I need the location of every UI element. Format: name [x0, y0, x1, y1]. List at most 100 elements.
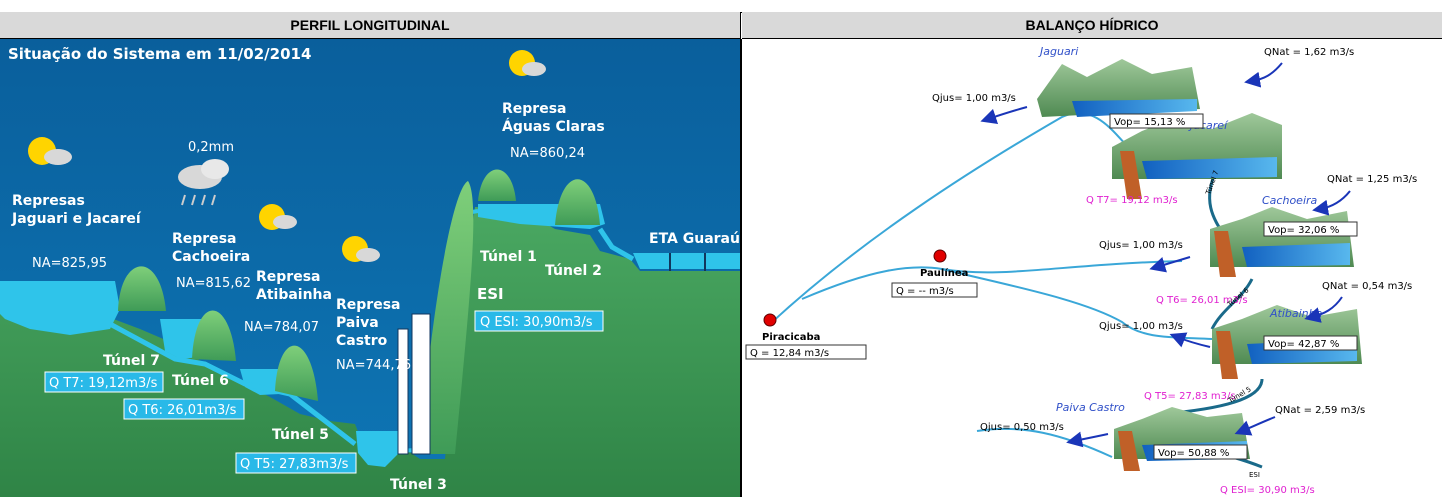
- na-level: NA=815,62: [176, 276, 251, 291]
- eta-label: ETA Guaraú: [649, 231, 740, 247]
- reservoir-name: Águas Claras: [502, 118, 605, 135]
- tunnel-label: Túnel 5: [272, 427, 329, 443]
- flow-t5: Q T5: 27,83m3/s: [240, 457, 349, 472]
- vop-paiva: Vop= 50,88 %: [1158, 448, 1229, 459]
- perfil-panel: Situação do Sistema em 11/02/2014 0,2mm …: [0, 39, 742, 497]
- tunnel-label: ESI: [1249, 471, 1260, 479]
- perfil-diagram: Situação do Sistema em 11/02/2014 0,2mm …: [0, 39, 740, 497]
- pump-tower: [397, 328, 409, 455]
- qnat-atibainha: QNat = 0,54 m3/s: [1322, 281, 1412, 292]
- balanco-panel: Jaguari Jacareí Cachoeira Atibainha Paiv…: [742, 39, 1442, 497]
- header-balanco: BALANÇO HÍDRICO: [742, 12, 1442, 39]
- reservoir-name: Cachoeira: [172, 249, 250, 265]
- city-piracicaba: Piracicaba: [762, 332, 820, 343]
- city-marker-icon: [933, 249, 947, 263]
- qnat-jaguari: QNat = 1,62 m3/s: [1264, 47, 1354, 58]
- vop-box: [1263, 335, 1358, 351]
- reservoir-name: Represa: [502, 101, 566, 117]
- profile-title: Situação do Sistema em 11/02/2014: [8, 45, 311, 63]
- reservoir-name: Represa: [256, 269, 320, 285]
- hill: [192, 310, 236, 361]
- reservoir-name: Atibainha: [256, 287, 332, 303]
- arrow-icon: [1244, 62, 1283, 88]
- qjus-jaguari: Qjus= 1,00 m3/s: [932, 93, 1016, 104]
- arrow-icon: [1066, 431, 1109, 448]
- city-paulinea: Paulínea: [920, 267, 968, 279]
- vop-cachoeira: Vop= 32,06 %: [1268, 225, 1339, 236]
- sun-icon: [28, 137, 72, 165]
- vop-box: [1109, 113, 1204, 129]
- na-level: NA=744,76: [336, 358, 411, 373]
- reservoir-label: Paiva Castro: [1056, 401, 1125, 414]
- reservoir-name: Represa: [172, 231, 236, 247]
- qnat-paiva: QNat = 2,59 m3/s: [1275, 405, 1365, 416]
- vop-jacarei: Vop= 15,13 %: [1114, 117, 1185, 128]
- flow-box: [123, 398, 245, 420]
- hill: [275, 345, 318, 401]
- city-paulinea-flow: Q = -- m3/s: [896, 286, 954, 297]
- tunnel-2-path: [597, 227, 635, 262]
- flow-box: [474, 310, 604, 332]
- reservoir-label: Atibainha: [1269, 307, 1323, 320]
- flow-box: [235, 452, 357, 474]
- water-jaguari: [0, 281, 120, 335]
- tunnel-label: Túnel 2: [545, 263, 602, 279]
- reservoir-paiva: [1114, 407, 1250, 471]
- balanco-diagram: Jaguari Jacareí Cachoeira Atibainha Paiv…: [745, 45, 1417, 496]
- water-paiva: [356, 431, 398, 467]
- tunnel-label: Túnel 3: [390, 477, 447, 493]
- river-paiva: [976, 427, 1113, 458]
- hill: [118, 266, 166, 311]
- sun-icon: [509, 50, 546, 76]
- qjus-paiva: Qjus= 0,50 m3/s: [980, 422, 1064, 433]
- qnat-cachoeira: QNat = 1,25 m3/s: [1327, 174, 1417, 185]
- arrow-icon: [980, 106, 1028, 125]
- flow-esi: Q ESI: 30,90m3/s: [480, 315, 593, 330]
- hill: [420, 181, 474, 454]
- qjus-cachoeira: Qjus= 1,00 m3/s: [1099, 240, 1183, 251]
- reservoir-jacarei: [1112, 113, 1282, 199]
- na-level: NA=784,07: [244, 320, 319, 335]
- header-perfil: PERFIL LONGITUDINAL: [0, 12, 741, 39]
- river-jaguari: [769, 112, 1143, 325]
- reservoir-name: Represas: [12, 193, 85, 209]
- arrow-icon: [1149, 256, 1191, 273]
- vop-box: [1153, 444, 1248, 460]
- na-level: NA=860,24: [510, 146, 585, 161]
- flow-t6: Q T6: 26,01m3/s: [128, 403, 237, 418]
- city-flow-box: [745, 344, 867, 360]
- city-piracicaba-flow: Q = 12,84 m3/s: [750, 348, 829, 359]
- tunnel-label: Túnel 1: [480, 249, 537, 265]
- sun-icon: [342, 236, 380, 262]
- transfer-t5: Q T5= 27,83 m3/s: [1144, 391, 1236, 402]
- sun-icon: [259, 204, 297, 230]
- hill: [555, 179, 600, 225]
- arrow-icon: [1234, 416, 1276, 436]
- arrow-icon: [1312, 190, 1351, 216]
- reservoir-jaguari: [1037, 59, 1200, 117]
- arrow-icon: [1304, 296, 1343, 323]
- arrow-icon: [1169, 332, 1211, 348]
- esi-label: ESI: [477, 285, 504, 303]
- vop-box: [1263, 221, 1358, 237]
- rain-amount: 0,2mm: [188, 140, 234, 155]
- vop-atibainha: Vop= 42,87 %: [1268, 339, 1339, 350]
- pump-tower: [411, 313, 431, 455]
- reservoir-cachoeira: [1210, 207, 1354, 277]
- reservoir-name: Jaguari e Jacareí: [11, 211, 142, 227]
- reservoir-name: Represa: [336, 297, 400, 313]
- city-marker-icon: [763, 313, 777, 327]
- water-eta: [633, 253, 740, 269]
- hill: [478, 169, 516, 201]
- city-flow-box: [891, 282, 978, 298]
- transfer-t7: Q T7= 19,12 m3/s: [1086, 195, 1178, 206]
- flow-t7: Q T7: 19,12m3/s: [49, 376, 158, 391]
- reservoir-label: Jaguari: [1038, 45, 1078, 58]
- reservoir-name: Castro: [336, 333, 388, 349]
- na-level: NA=825,95: [32, 256, 107, 271]
- tunnel-path: [108, 321, 357, 446]
- reservoir-label: Cachoeira: [1262, 194, 1318, 207]
- tunnel-label: Túnel 7: [103, 353, 160, 369]
- transfer-esi: Q ESI= 30,90 m3/s: [1220, 485, 1315, 496]
